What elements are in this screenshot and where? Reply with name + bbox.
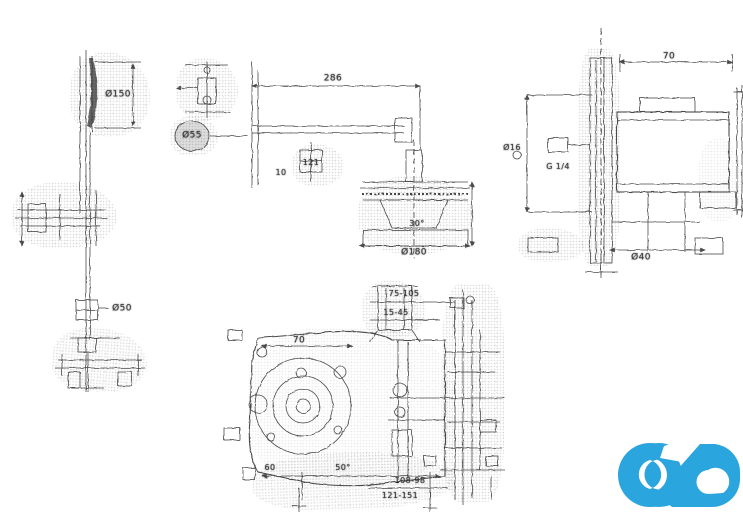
dim-label-dia150: Ø150 — [105, 89, 131, 100]
dim-label-108-98: 108-98 — [394, 476, 426, 485]
dim-label-thread: G 1/4 — [546, 162, 570, 171]
dim-label-dia50: Ø50 — [112, 303, 132, 314]
dim-label-30deg: 30° — [409, 219, 425, 228]
dim-label-70-bottom: 70 — [292, 335, 306, 346]
dim-label-50deg: 50° — [335, 463, 351, 472]
dim-label-10: 10 — [275, 168, 287, 177]
dim-label-70-top-right: 70 — [662, 51, 676, 62]
drawing-bottom-view — [223, 285, 505, 512]
dim-label-dia16: Ø16 — [503, 143, 521, 152]
dim-label-60: 60 — [264, 463, 276, 472]
dim-label-121: 121 — [302, 158, 320, 167]
dim-label-dia55: Ø55 — [182, 130, 202, 141]
dim-label-dia180: Ø180 — [401, 247, 427, 258]
dim-label-75-105: 75-105 — [388, 289, 420, 298]
drawing-top-middle-view — [174, 62, 475, 258]
drawing-left-view — [15, 50, 145, 392]
co-logo — [618, 438, 740, 507]
dim-label-121-151: 121-151 — [381, 491, 419, 500]
dim-label-dia40: Ø40 — [631, 252, 651, 263]
dim-label-286: 286 — [323, 73, 343, 84]
dim-label-15-45: 15-45 — [383, 308, 409, 317]
drawing-top-right-view — [512, 28, 743, 278]
